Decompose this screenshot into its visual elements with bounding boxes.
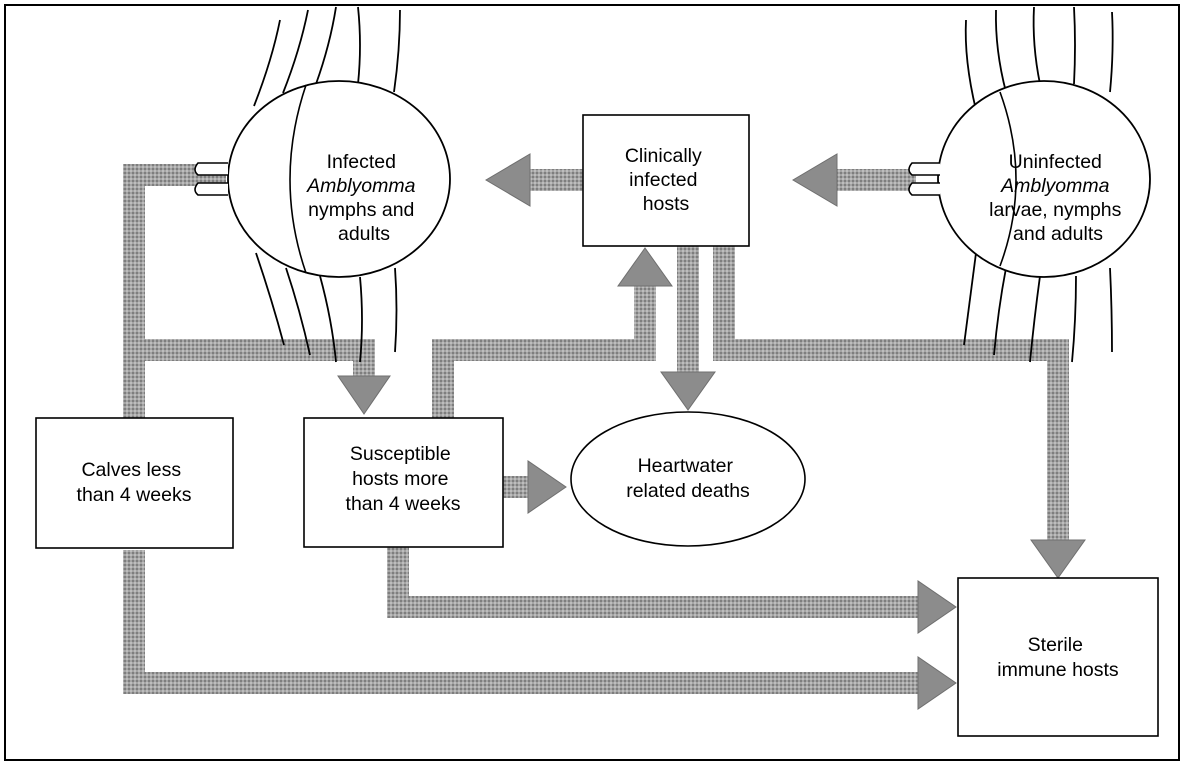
svg-text:Calves less than 4 weeks: Calves less than 4 weeks <box>77 459 192 506</box>
susceptible-line2: hosts more <box>352 468 448 490</box>
arrowhead-to-sterile-lower <box>917 656 957 710</box>
susceptible-line3: than 4 weeks <box>346 493 461 515</box>
svg-text:Clinically infected: Clinically infected hosts <box>625 145 707 215</box>
svg-text:Sterile immune hosts: Sterile immune hosts <box>997 634 1119 681</box>
deaths-node: Heartwater related deaths <box>570 411 806 547</box>
svg-text:Heartwater related death: Heartwater related deaths <box>626 455 750 502</box>
band-infected-to-calves <box>123 164 226 420</box>
sterile-immune-box <box>957 577 1159 737</box>
diagram-frame <box>4 4 1180 761</box>
deaths-line1: Heartwater <box>638 455 734 477</box>
susceptible-node: Susceptible hosts more than 4 weeks <box>303 417 504 548</box>
calves-line2: than 4 weeks <box>77 484 192 506</box>
arrowhead-to-deaths <box>660 371 716 411</box>
clinically-infected-box <box>582 114 750 247</box>
clinical-line1: Clinically <box>625 145 702 167</box>
arrowhead-to-sterile-upper <box>917 580 957 634</box>
infected-ticks-line4: adults <box>338 223 390 245</box>
sterile-immune-node: Sterile immune hosts <box>957 577 1159 737</box>
susceptible-line1: Susceptible <box>350 443 451 465</box>
infected-ticks-line2: Amblyomma <box>306 175 416 197</box>
tick-body-icon <box>908 6 1151 363</box>
svg-text:Infected Amblyomma: Infected Amblyomma nymphs and adults <box>306 151 421 245</box>
band-susceptible-to-sterile <box>387 547 922 618</box>
arrow-heads <box>337 153 1086 710</box>
deaths-line2: related deaths <box>626 480 750 502</box>
band-calves-to-sterile <box>123 550 922 694</box>
uninfected-ticks-line4: and adults <box>1013 223 1103 245</box>
flow-bands <box>123 164 1069 694</box>
sterile-line1: Sterile <box>1028 634 1083 656</box>
tick-body-icon <box>194 6 451 363</box>
infected-ticks-line3: nymphs and <box>308 199 414 221</box>
svg-text:Uninfected Amblyomma: Uninfected Amblyomma larvae, nymphs and … <box>989 151 1127 245</box>
arrowhead-to-deaths-side <box>527 460 567 514</box>
calves-box <box>35 417 234 549</box>
uninfected-ticks-line3: larvae, nymphs <box>989 199 1121 221</box>
clinical-line2: infected <box>629 169 697 191</box>
arrowhead-to-infected-ticks <box>485 153 531 207</box>
calves-line1: Calves less <box>81 459 181 481</box>
uninfected-tick-body <box>937 80 1151 278</box>
clinically-infected-node: Clinically infected hosts <box>582 114 750 247</box>
uninfected-ticks-line2: Amblyomma <box>1000 175 1110 197</box>
deaths-ellipse <box>570 411 806 547</box>
band-susceptible-to-clinical <box>432 285 656 420</box>
infected-tick-group: Infected Amblyomma nymphs and adults <box>194 6 451 363</box>
arrowhead-to-clinical <box>617 247 673 287</box>
arrowhead-to-susceptible <box>337 375 391 415</box>
arrowhead-to-sterile-top <box>1030 539 1086 579</box>
infected-tick-body <box>227 80 451 278</box>
band-left-to-susceptible <box>134 339 375 380</box>
svg-text:Susceptible hosts more: Susceptible hosts more than 4 weeks <box>346 443 461 515</box>
uninfected-ticks-line1: Uninfected <box>1009 151 1102 173</box>
calves-node: Calves less than 4 weeks <box>35 417 234 549</box>
sterile-line2: immune hosts <box>997 659 1119 681</box>
uninfected-tick-group: Uninfected Amblyomma larvae, nymphs and … <box>908 6 1151 363</box>
arrowhead-to-clinical-from-right <box>792 153 838 207</box>
clinical-line3: hosts <box>643 193 690 215</box>
infected-ticks-line1: Infected <box>327 151 396 173</box>
susceptible-box <box>303 417 504 548</box>
band-clinical-to-sterile <box>713 246 1069 545</box>
